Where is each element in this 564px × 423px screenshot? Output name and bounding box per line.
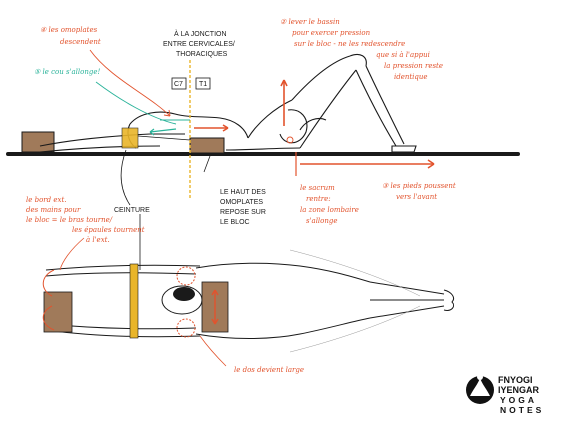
note-2-line6: identique xyxy=(394,73,428,81)
note-3-line1: ③ les pieds poussent xyxy=(382,182,456,190)
head-top-view xyxy=(173,287,195,301)
logo-line1: FNYOGI xyxy=(498,375,533,385)
note-2-line3: sur le bloc - ne les redescendre xyxy=(294,40,405,48)
note-bord-5: à l'ext. xyxy=(86,236,110,244)
note-2-line1: ② lever le bassin xyxy=(280,18,340,26)
hand-block-top xyxy=(43,291,73,333)
logo-line4: NOTES xyxy=(500,405,544,415)
c7-label: C7 xyxy=(174,81,183,88)
note-2-line4: que si à l'appui xyxy=(376,51,430,59)
note-bord-1: le bord ext. xyxy=(26,196,66,204)
note-bord-4: les épaules tournent xyxy=(72,226,145,234)
note-sacrum-3: la zone lombaire xyxy=(300,206,359,214)
teal-arrow-left xyxy=(149,128,177,133)
c7-box xyxy=(171,77,187,90)
note-sacrum-4: s'allonge xyxy=(306,217,338,225)
note-2-line2: pour exercer pression xyxy=(292,29,371,37)
junction-label-2: ENTRE CERVICALES/ xyxy=(163,41,235,48)
body-side-view xyxy=(39,53,417,153)
haut-label-3: REPOSE SUR xyxy=(220,209,266,216)
note-sacrum-1: le sacrum xyxy=(300,184,335,192)
note-sacrum-2: rentre: xyxy=(306,195,331,203)
belt-top xyxy=(129,263,139,339)
fnyogi-logo: FNYOGI IYENGAR YOGA NOTES xyxy=(466,374,544,415)
t1-label: T1 xyxy=(199,81,207,88)
note-dos: le dos devient large xyxy=(234,366,304,374)
haut-label-2: OMOPLATES xyxy=(220,199,263,206)
note-4-line2: descendent xyxy=(60,38,101,46)
t1-box xyxy=(195,77,211,90)
belt-side xyxy=(121,127,139,149)
note-bord-3: le bloc = le bras tourne/ xyxy=(26,216,113,224)
logo-line3: YOGA xyxy=(500,395,537,405)
head-block xyxy=(21,131,55,153)
body-top-view xyxy=(45,249,455,353)
logo-line2: IYENGAR xyxy=(498,385,540,395)
shoulder-block xyxy=(189,137,225,154)
haut-label-4: LE BLOC xyxy=(220,219,250,226)
note-2-line5: la pression reste xyxy=(384,62,443,70)
note-3-line2: vers l'avant xyxy=(396,193,437,201)
note-cou: ⑤ le cou s'allonge! xyxy=(34,68,100,76)
note-bord-2: des mains pour xyxy=(26,206,81,214)
junction-label-3: THORACIQUES xyxy=(176,51,228,58)
note-4-line1: ④ les omoplates xyxy=(40,26,98,34)
haut-label-1: LE HAUT DES xyxy=(220,189,266,196)
ceinture-label: CEINTURE xyxy=(114,207,150,214)
junction-label-1: À LA JONCTION xyxy=(174,29,227,38)
